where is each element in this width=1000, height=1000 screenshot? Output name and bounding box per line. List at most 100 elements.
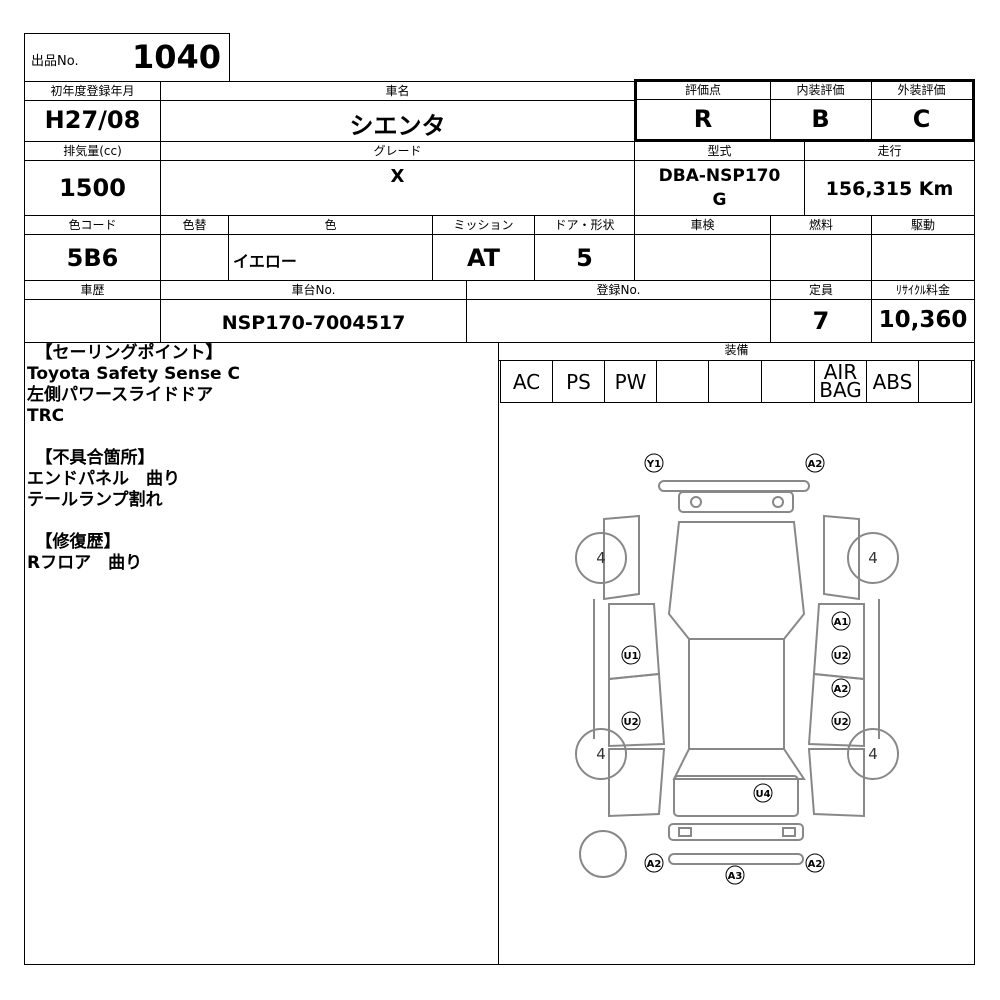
- lot-box: 出品No. 1040: [24, 33, 230, 82]
- tire-rear-left: [575, 728, 627, 780]
- transmission-label: ミッション: [433, 216, 534, 235]
- interior-cell: 内装評価 B: [770, 81, 872, 140]
- front-light-left: [690, 496, 702, 508]
- equipment-item: ABS: [866, 360, 919, 403]
- score-cell: 評価点 R: [636, 81, 771, 140]
- mark-label: Y1: [646, 459, 661, 470]
- doors-label: ドア・形状: [535, 216, 634, 235]
- mark-label: A1: [834, 617, 849, 628]
- right-front-fender: [823, 514, 860, 601]
- transmission-value: AT: [466, 244, 501, 272]
- doors-value: 5: [576, 244, 593, 272]
- left-quarter: [608, 748, 666, 818]
- car-diagram: 4 4 4 4 Y1 A2 A1 U2 A2 U2 U1 U2 U4 A2 A3…: [575, 453, 899, 885]
- mark-circle: [831, 645, 851, 665]
- reg-no-cell: 登録No.: [466, 280, 771, 343]
- tire-front-right: [847, 532, 899, 584]
- mileage-label: 走行: [805, 142, 974, 161]
- equipment-item: PS: [552, 360, 605, 403]
- right-rear-door: [807, 672, 865, 748]
- first-reg-cell: 初年度登録年月 H27/08: [24, 81, 161, 142]
- grade-label: グレード: [161, 142, 634, 161]
- capacity-label: 定員: [771, 281, 871, 300]
- drive-cell: 駆動: [871, 215, 975, 281]
- inspection-label: 車検: [635, 216, 770, 235]
- model-cell: 型式 DBA-NSP170 G: [634, 141, 805, 216]
- mark-circle: [831, 611, 851, 631]
- model-label: 型式: [635, 142, 804, 161]
- recycle-cell: ﾘｻｲｸﾙ料金 10,360: [871, 280, 975, 343]
- notes-text: 【セーリングポイント】 Toyota Safety Sense C 左側パワース…: [27, 343, 240, 573]
- equipment-item: [761, 360, 815, 403]
- color-value: イエロー: [233, 252, 297, 271]
- tire-rear-right: [847, 728, 899, 780]
- color-cell: 色 イエロー: [228, 215, 433, 281]
- mark-label: A2: [834, 684, 849, 695]
- color-label: 色: [229, 216, 432, 235]
- mark-label: U4: [755, 789, 770, 800]
- front-bumper-line: [658, 480, 810, 492]
- interior-value: B: [811, 105, 830, 133]
- color-code-label: 色コード: [25, 216, 160, 235]
- right-quarter: [807, 748, 865, 818]
- grade-cell: グレード X: [160, 141, 635, 216]
- equipment-label: 装備: [724, 343, 749, 357]
- left-front-door: [608, 603, 661, 681]
- mark-label: A3: [728, 871, 743, 882]
- lower-frame: [24, 342, 975, 965]
- tire-rear-left-value: 4: [596, 745, 606, 763]
- history-label: 車歴: [25, 281, 160, 300]
- car-name-value: シエンタ: [349, 112, 446, 140]
- mark-circle: [831, 711, 851, 731]
- color-code-value: 5B6: [66, 244, 119, 272]
- score-group: [634, 79, 975, 142]
- reg-no-label: 登録No.: [467, 281, 770, 300]
- exterior-cell: 外装評価 C: [871, 81, 972, 140]
- car-name-label: 車名: [161, 82, 634, 101]
- spare-tire-icon: [579, 830, 627, 878]
- mark-circle: [805, 453, 825, 473]
- left-front-fender: [603, 514, 640, 601]
- car-name-cell: 車名 シエンタ: [160, 81, 635, 142]
- doors-cell: ドア・形状 5: [534, 215, 635, 281]
- mark-circle: [644, 853, 664, 873]
- interior-label: 内装評価: [770, 81, 871, 100]
- mark-circle: [831, 678, 851, 698]
- equipment-item: PW: [604, 360, 657, 403]
- history-cell: 車歴: [24, 280, 161, 343]
- score-label: 評価点: [636, 81, 770, 100]
- tire-front-right-value: 4: [868, 549, 878, 567]
- chassis-label: 車台No.: [161, 281, 466, 300]
- lot-number: 1040: [131, 38, 221, 76]
- lower-divider: [498, 342, 499, 965]
- color-code-cell: 色コード 5B6: [24, 215, 161, 281]
- front-light-right: [772, 496, 784, 508]
- equipment-item: [918, 360, 972, 403]
- color-change-label: 色替: [161, 216, 228, 235]
- displacement-value: 1500: [59, 174, 126, 202]
- first-reg-label: 初年度登録年月: [25, 82, 160, 101]
- inspection-cell: 車検: [634, 215, 771, 281]
- rear-light-right: [782, 827, 796, 837]
- exterior-label: 外装評価: [871, 81, 972, 100]
- mark-label: A2: [808, 459, 823, 470]
- mark-circle: [621, 711, 641, 731]
- mark-label: A2: [808, 859, 823, 870]
- front-plate: [678, 491, 794, 513]
- capacity-cell: 定員 7: [770, 280, 872, 343]
- rear-plate: [668, 823, 804, 841]
- mileage-value: 156,315 Km: [825, 178, 954, 200]
- left-rear-door: [608, 672, 666, 748]
- mark-label: A2: [647, 859, 662, 870]
- tire-front-left-value: 4: [596, 549, 606, 567]
- roof-panel: [688, 638, 785, 750]
- transmission-cell: ミッション AT: [432, 215, 535, 281]
- displacement-cell: 排気量(cc) 1500: [24, 141, 161, 216]
- equipment-item: AC: [500, 360, 553, 403]
- chassis-cell: 車台No. NSP170-7004517: [160, 280, 467, 343]
- mark-label: U2: [833, 717, 848, 728]
- score-value: R: [693, 105, 713, 133]
- hood-panel: [667, 521, 806, 640]
- mark-label: U1: [623, 651, 638, 662]
- color-change-cell: 色替: [160, 215, 229, 281]
